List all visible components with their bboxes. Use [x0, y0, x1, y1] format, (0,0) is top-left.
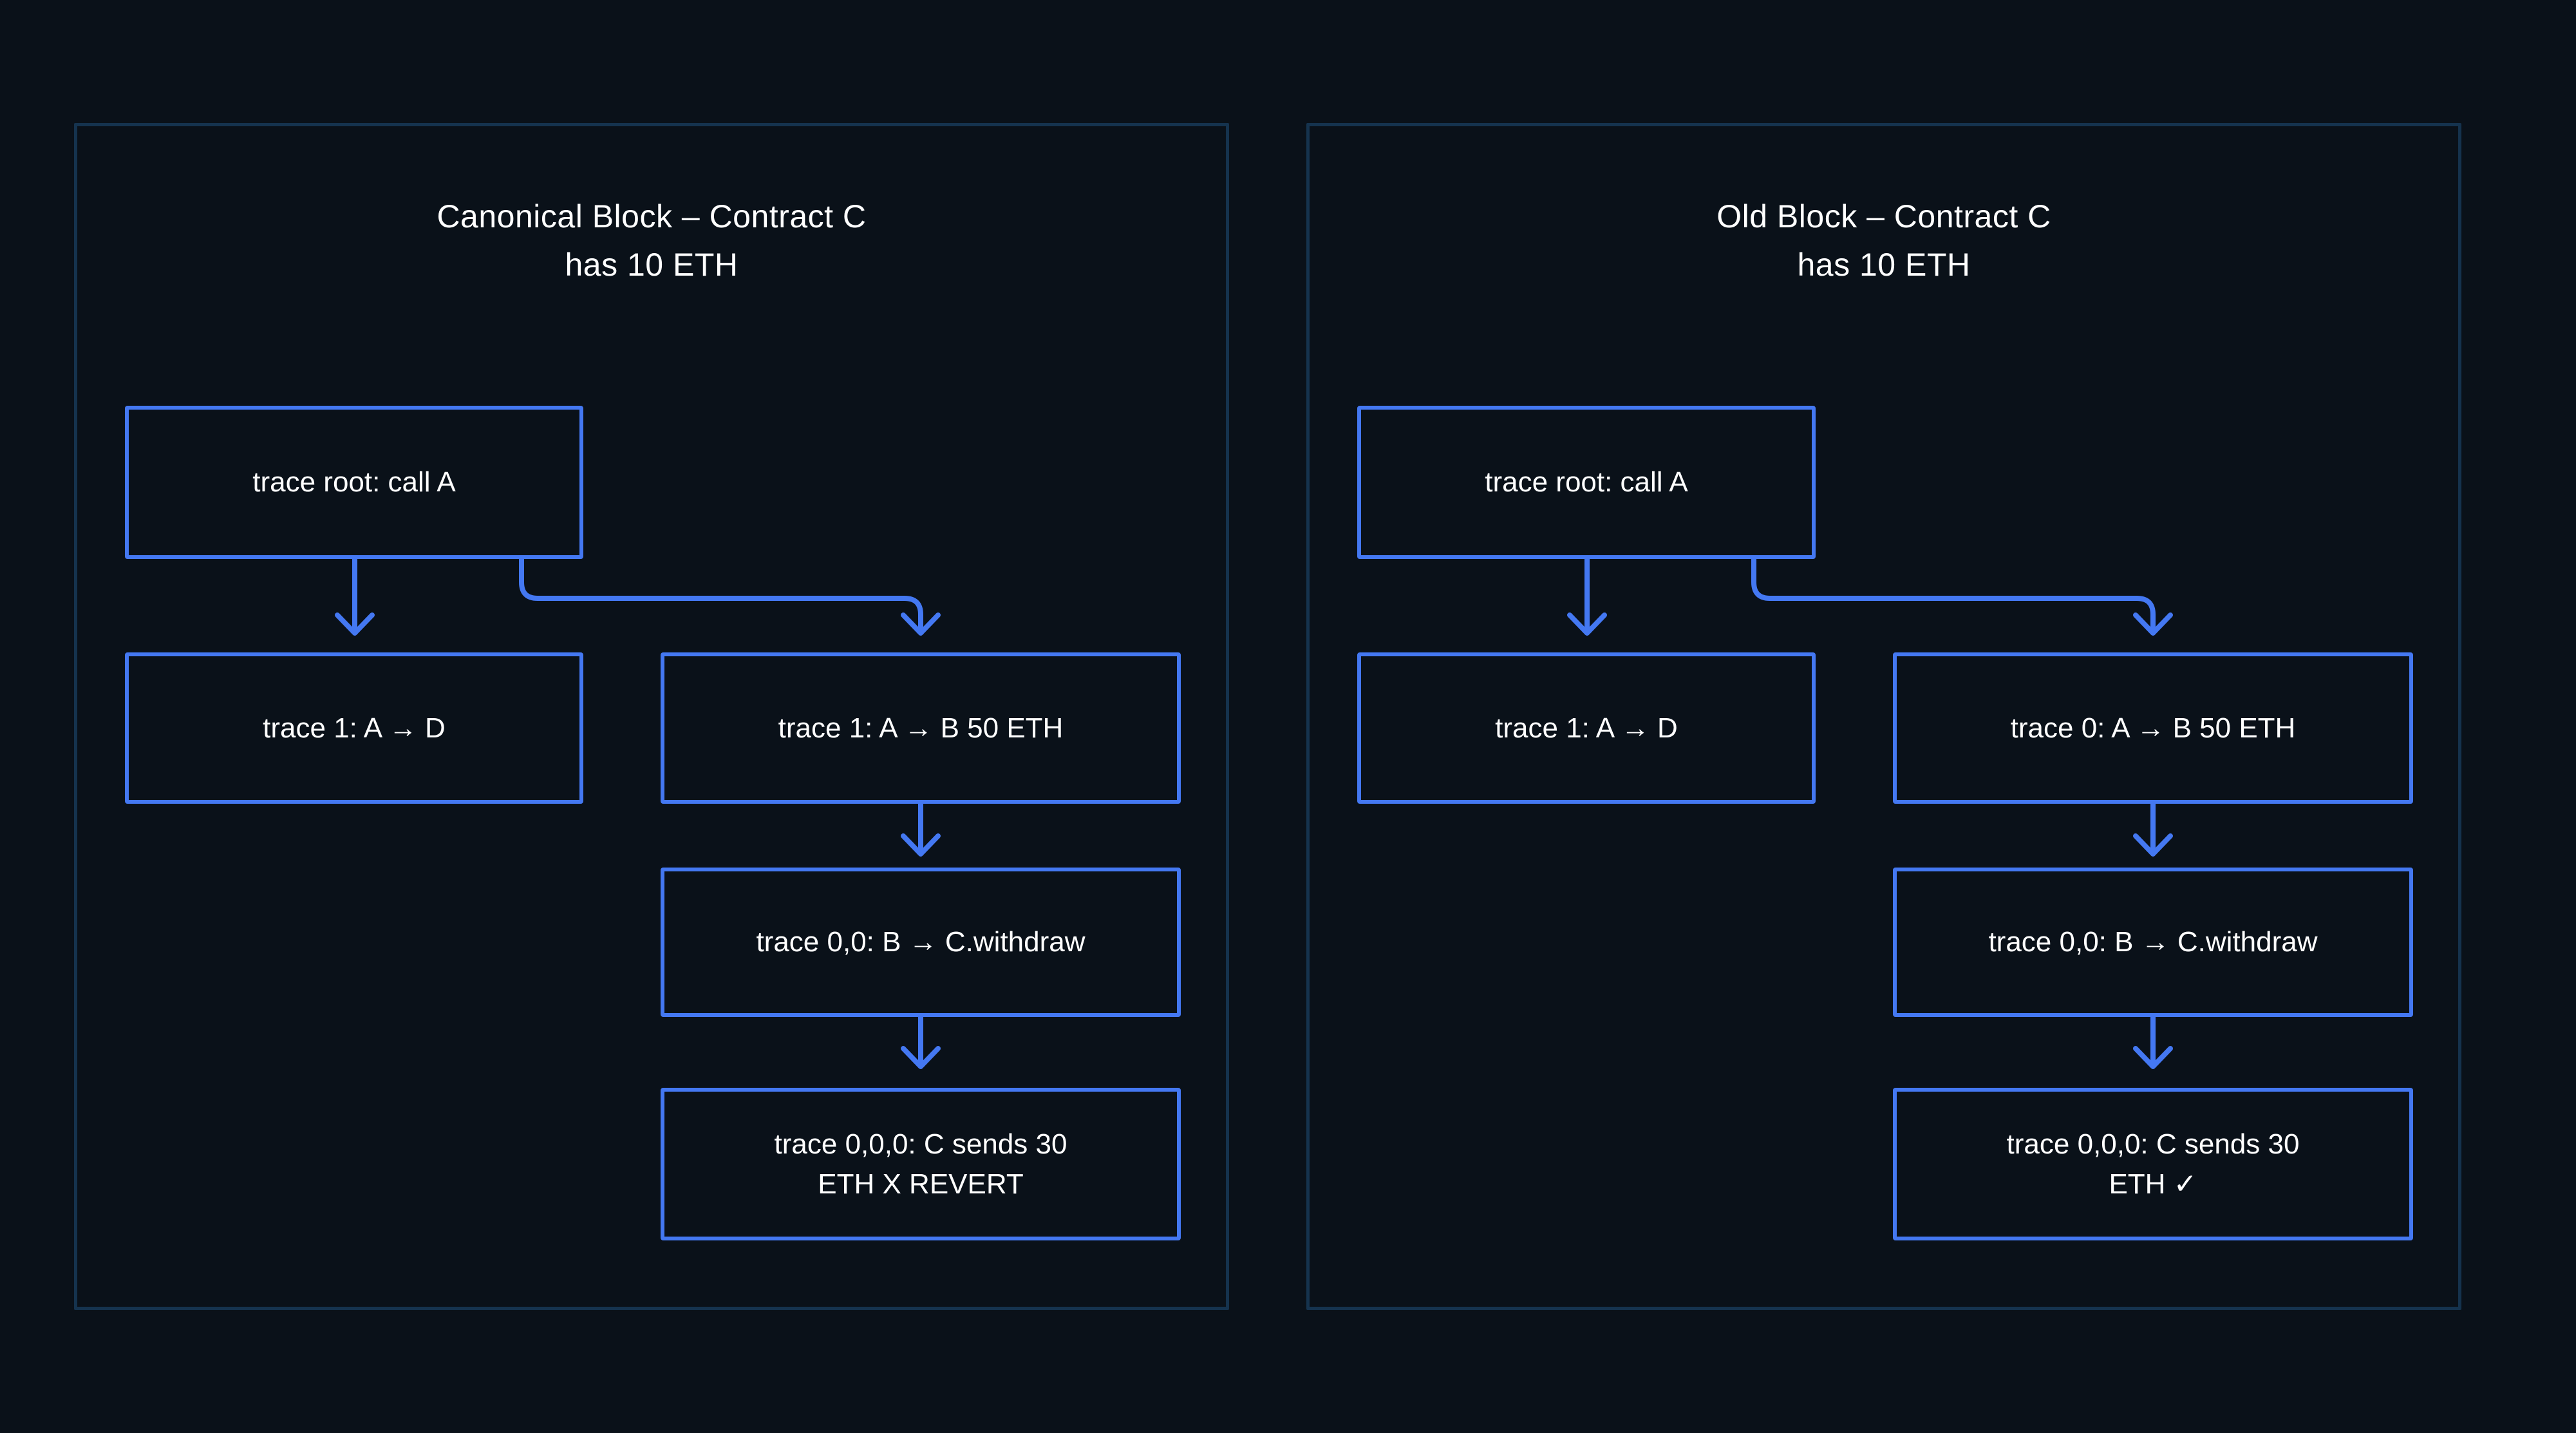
- node-trace-000-c-sends-success: trace 0,0,0: C sends 30 ETH ✓: [1893, 1088, 2413, 1240]
- arrow-right-child-to-grandchild: [901, 801, 941, 857]
- node-trace-000-c-sends-revert: trace 0,0,0: C sends 30 ETH X REVERT: [661, 1088, 1181, 1240]
- node-label: trace 1: A → B 50 ETH: [778, 712, 1064, 744]
- arrow-grandchild-to-great-grandchild: [901, 1014, 941, 1069]
- node-trace-1-a-d: trace 1: A → D: [125, 652, 583, 804]
- node-trace-1-a-b: trace 1: A → B 50 ETH: [661, 652, 1181, 804]
- node-trace-root: trace root: call A: [125, 406, 583, 559]
- arrow-grandchild-to-great-grandchild: [2133, 1014, 2173, 1069]
- node-label: trace 0,0: B → C.withdraw: [1988, 926, 2318, 958]
- node-label: trace 0: A → B 50 ETH: [2010, 712, 2296, 744]
- node-label: trace 1: A → D: [263, 712, 446, 744]
- panel-title-line2: has 10 ETH: [1797, 247, 1971, 283]
- node-label-line2: ETH ✓: [2109, 1168, 2197, 1200]
- node-label-line1: trace 0,0,0: C sends 30: [774, 1128, 1067, 1160]
- panel-title-line2: has 10 ETH: [565, 247, 738, 283]
- arrow-right-child-to-grandchild: [2133, 801, 2173, 857]
- arrow-root-to-right-child-elbow: [1751, 556, 2173, 636]
- arrow-root-to-left-child: [1567, 556, 1607, 636]
- node-label: trace root: call A: [252, 466, 456, 498]
- node-label: trace root: call A: [1485, 466, 1688, 498]
- node-label-line2: ETH X REVERT: [818, 1168, 1024, 1200]
- panel-canonical-block: Canonical Block – Contract C has 10 ETH …: [74, 123, 1229, 1310]
- node-trace-root: trace root: call A: [1357, 406, 1816, 559]
- node-trace-00-b-c-withdraw: trace 0,0: B → C.withdraw: [661, 868, 1181, 1017]
- node-trace-0-a-b: trace 0: A → B 50 ETH: [1893, 652, 2413, 804]
- panel-title: Old Block – Contract C has 10 ETH: [1310, 193, 2458, 289]
- node-trace-00-b-c-withdraw: trace 0,0: B → C.withdraw: [1893, 868, 2413, 1017]
- panel-title-line1: Old Block – Contract C: [1716, 198, 2051, 234]
- arrow-root-to-right-child-elbow: [519, 556, 941, 636]
- panel-title: Canonical Block – Contract C has 10 ETH: [77, 193, 1226, 289]
- panel-old-block: Old Block – Contract C has 10 ETH trace …: [1306, 123, 2461, 1310]
- node-label: trace 1: A → D: [1495, 712, 1678, 744]
- node-trace-1-a-d: trace 1: A → D: [1357, 652, 1816, 804]
- arrow-root-to-left-child: [335, 556, 375, 636]
- node-label: trace 0,0: B → C.withdraw: [756, 926, 1086, 958]
- panel-title-line1: Canonical Block – Contract C: [437, 198, 867, 234]
- node-label-line1: trace 0,0,0: C sends 30: [2006, 1128, 2300, 1160]
